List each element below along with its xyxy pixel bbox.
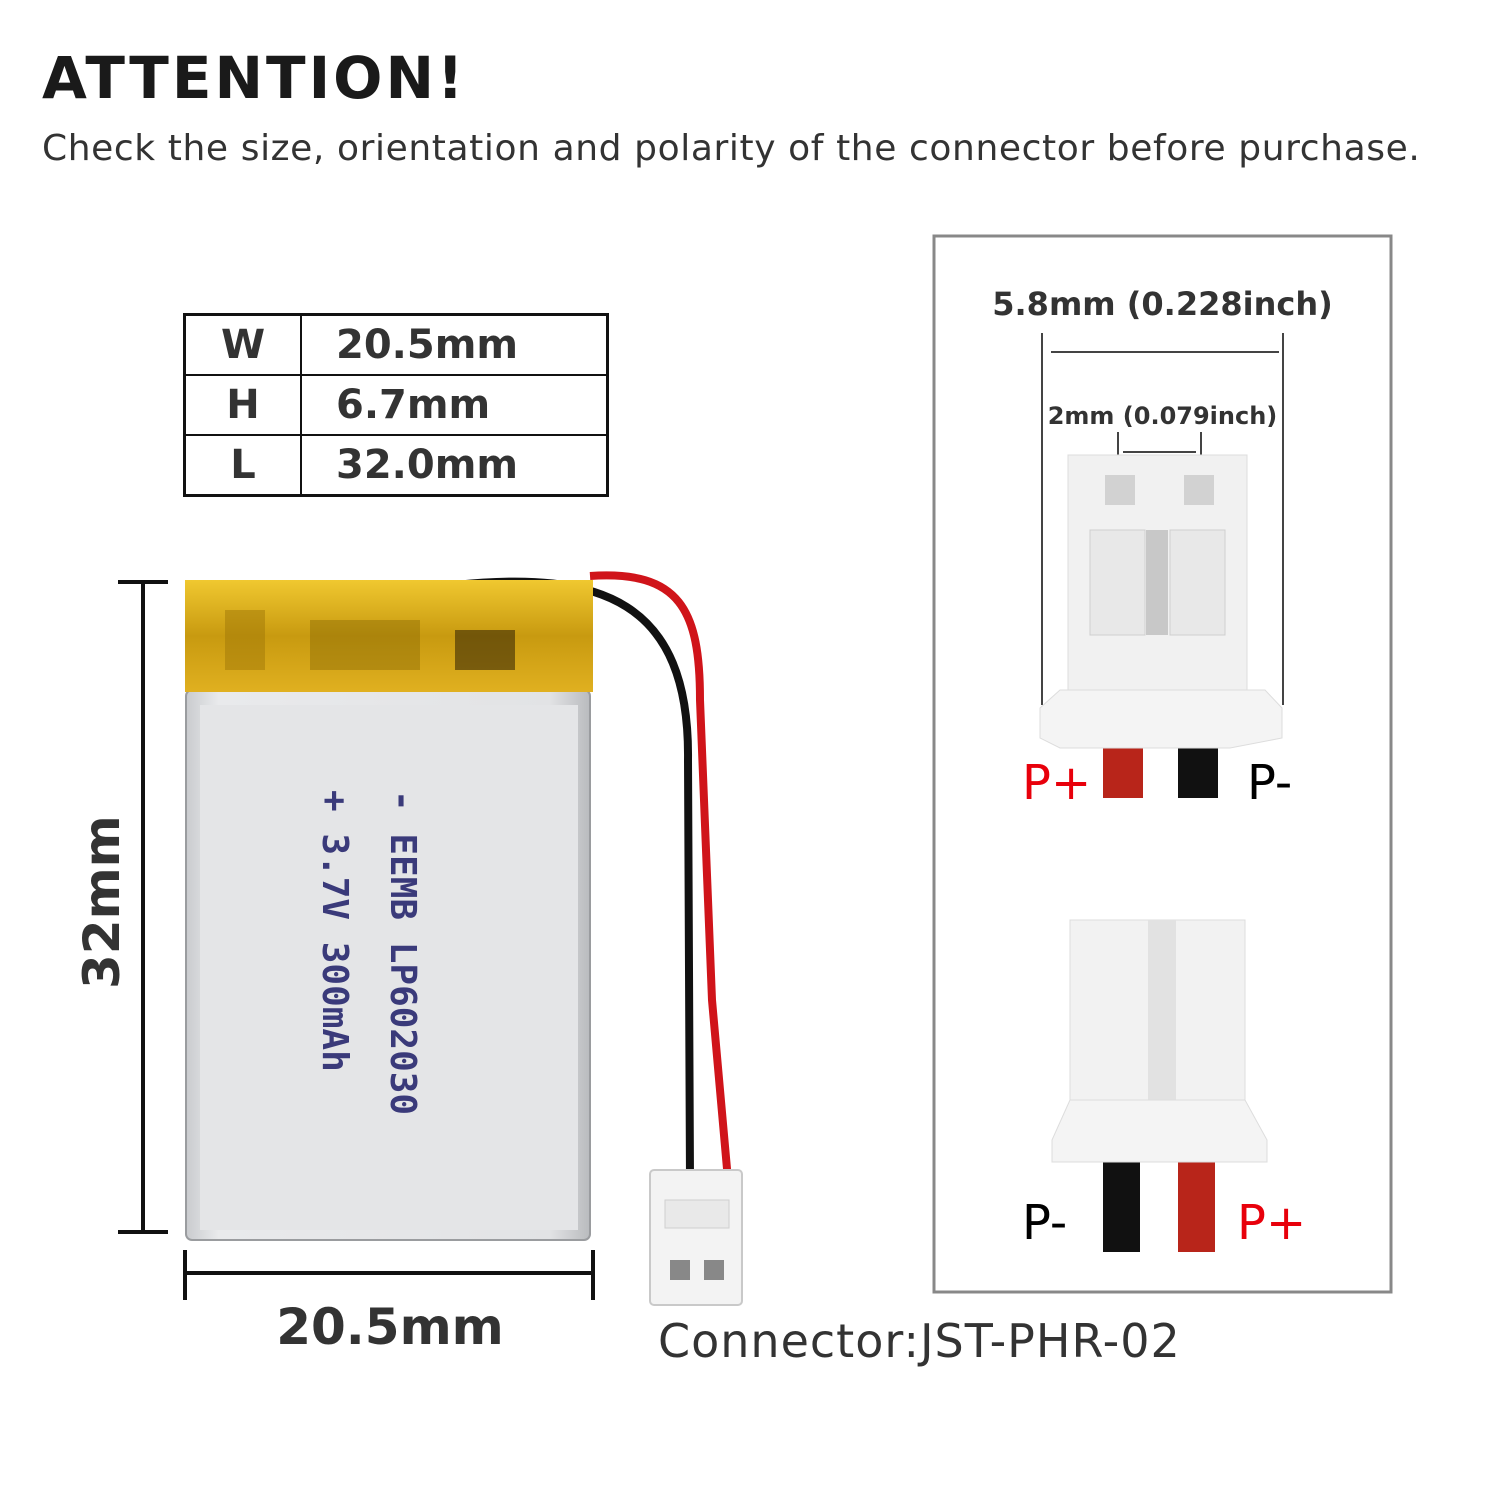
bottom-negative-label: P- (1022, 1195, 1068, 1251)
spec-value: 6.7mm (300, 374, 609, 436)
width-dimension-line (183, 1250, 595, 1300)
total-width-label: 5.8mm (0.228inch) (992, 285, 1333, 323)
page-subtitle: Check the size, orientation and polarity… (42, 128, 1421, 169)
top-positive-label: P+ (1022, 755, 1092, 811)
spec-value: 20.5mm (300, 313, 609, 376)
connector-top-view (1039, 454, 1283, 798)
battery-print-line1: - EEMB LP602030 (382, 790, 423, 1116)
battery-print: - EEMB LP602030 + 3.7V 300mAh (300, 790, 436, 1130)
page-title: ATTENTION! (42, 44, 467, 112)
width-label: 20.5mm (276, 1298, 504, 1356)
total-width-dimension (1041, 333, 1284, 705)
battery-image (185, 580, 593, 1241)
connector-bottom-view (1051, 919, 1268, 1252)
bottom-positive-label: P+ (1237, 1195, 1307, 1251)
height-label: 32mm (73, 815, 131, 989)
spec-key: H (183, 374, 302, 436)
height-dimension-line (118, 580, 168, 1234)
red-wire (589, 571, 732, 1181)
spec-key: L (183, 434, 302, 497)
battery-print-line2: + 3.7V 300mAh (314, 790, 355, 1072)
connector-type-label: Connector:JST-PHR-02 (658, 1314, 1181, 1368)
spec-key: W (183, 313, 302, 376)
battery-connector-image (649, 1169, 743, 1306)
connector-detail-frame (932, 234, 1393, 1294)
spec-value: 32.0mm (300, 434, 609, 497)
top-negative-label: P- (1247, 755, 1293, 811)
pin-pitch-label: 2mm (0.079inch) (1047, 402, 1278, 430)
